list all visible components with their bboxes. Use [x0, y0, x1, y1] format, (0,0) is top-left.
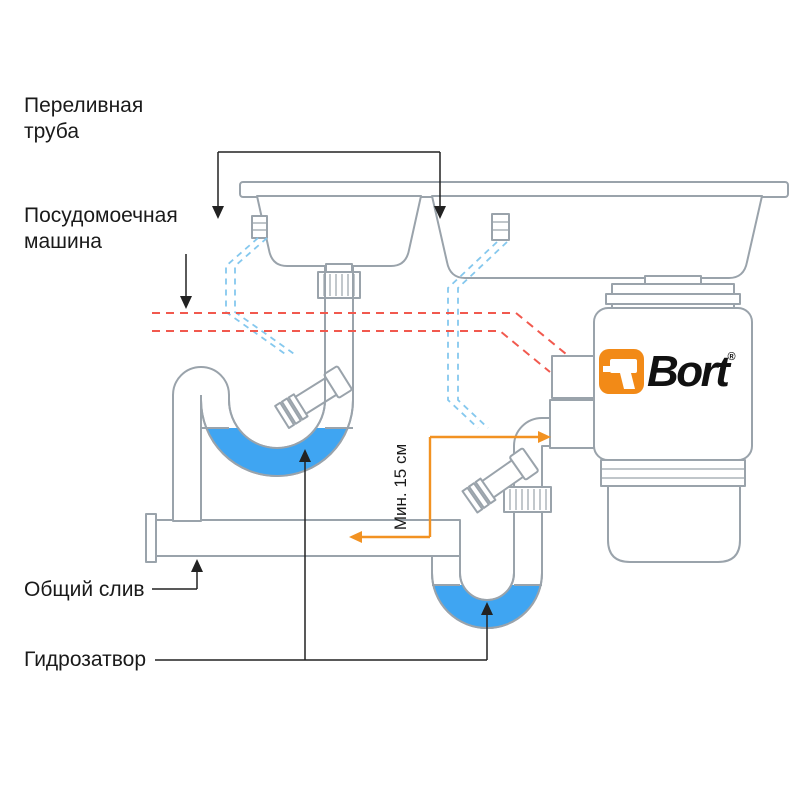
disposer	[593, 275, 753, 563]
drill-icon	[603, 359, 637, 389]
countertop	[239, 181, 789, 198]
trap-water-left	[206, 428, 348, 476]
p-trap-left-bend	[172, 366, 230, 397]
disposer-mount	[605, 275, 741, 313]
min-height-annotation	[349, 431, 551, 543]
arrow-left-icon	[349, 531, 362, 543]
brand-name: Bort	[647, 347, 730, 396]
label-min-height: Мин. 15 см	[391, 443, 410, 531]
discharge-port	[549, 399, 595, 449]
leader-water-trap	[155, 461, 488, 661]
dishwasher-branch-spout-right	[461, 447, 539, 514]
disposer-mid-section	[600, 459, 746, 487]
dishwasher-inlet-port	[551, 355, 595, 399]
label-overflow-pipe: Переливная труба	[24, 94, 144, 144]
brand-wordmark: Bort®	[647, 347, 736, 397]
drain-end-flange	[145, 513, 157, 563]
countertop-and-sinks	[239, 181, 789, 279]
dishwasher-hose	[152, 312, 567, 373]
arrow-up-icon	[191, 559, 203, 572]
disposer-discharge-assembly	[431, 355, 595, 629]
arrow-right-icon	[538, 431, 551, 443]
standpipe-left	[172, 394, 202, 522]
discharge-coupling	[503, 486, 552, 513]
label-common-drain: Общий слив	[24, 578, 145, 601]
overflow-fitting-right	[491, 213, 510, 241]
overflow-tube-left	[225, 237, 298, 357]
arrow-down-icon	[434, 206, 446, 219]
arrow-up-icon	[481, 602, 493, 615]
label-water-trap: Гидрозатвор	[24, 648, 147, 671]
leader-common-drain	[152, 571, 198, 590]
disposer-bottom	[607, 485, 741, 563]
bort-logo	[599, 349, 644, 394]
arrow-down-icon	[180, 296, 192, 309]
registered-mark: ®	[727, 351, 736, 363]
leader-overflow-pipe	[217, 151, 441, 206]
overflow-tube-right	[447, 241, 508, 429]
sink-drain-left	[145, 263, 461, 563]
label-leaders	[152, 151, 493, 661]
label-dishwasher: Посудомоечная машина	[24, 204, 178, 254]
arrow-up-icon	[299, 449, 311, 462]
right-sink	[431, 195, 763, 279]
overflow-fitting-left	[251, 215, 268, 239]
arrow-down-icon	[212, 206, 224, 219]
left-sink	[256, 195, 422, 267]
dishwasher-branch-spout-left	[274, 365, 353, 429]
